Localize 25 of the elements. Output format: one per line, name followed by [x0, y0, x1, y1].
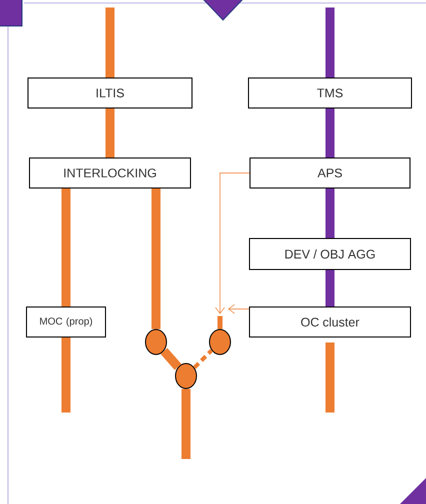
label-box: ILTIS: [28, 78, 192, 108]
fading-line: [326, 8, 334, 78]
fading-line: [62, 338, 70, 412]
label-box: OC cluster: [249, 306, 411, 338]
label-box: TMS: [248, 78, 412, 108]
fading-line: [106, 8, 114, 78]
connector-line: [326, 188, 334, 238]
fading-line: [182, 389, 190, 459]
junction-circle: [209, 316, 231, 355]
connector-line: [326, 108, 334, 158]
junction-circle: [175, 363, 197, 389]
junction-circle: [145, 329, 167, 355]
connector-line: [192, 348, 214, 370]
connector-line: [106, 108, 114, 158]
arrow: [228, 304, 250, 314]
label-box: APS: [250, 158, 410, 188]
connector-line: [160, 348, 182, 370]
label-box: MOC (prop): [26, 306, 106, 338]
connector-line: [152, 188, 160, 329]
fading-line: [326, 342, 334, 412]
connector-line: [62, 188, 70, 306]
label-box: DEV / OBJ AGG: [249, 238, 411, 270]
label-box: INTERLOCKING: [29, 158, 191, 188]
arrow: [215, 172, 250, 314]
connector-line: [326, 270, 334, 306]
